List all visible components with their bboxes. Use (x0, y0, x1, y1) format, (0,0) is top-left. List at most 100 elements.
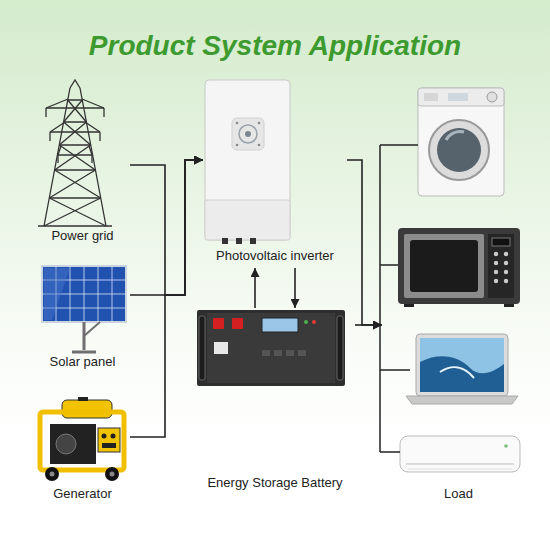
battery-illustration (207, 313, 335, 383)
battery-illustration (262, 350, 270, 356)
inverter-illustration (205, 80, 290, 240)
washing-machine-illustration (429, 120, 489, 180)
microwave-illustration (492, 238, 510, 246)
node-label: Power grid (51, 229, 113, 244)
battery-illustration (214, 342, 228, 354)
node-label: Solar panel (50, 355, 116, 370)
inverter-illustration (250, 238, 256, 244)
inverter-illustration (258, 144, 261, 147)
battery-illustration (232, 318, 243, 329)
generator-illustration (50, 424, 96, 464)
inverter-illustration (239, 125, 257, 143)
pylon-illustration (38, 80, 112, 226)
air-conditioner-illustration (400, 436, 520, 472)
generator-illustration (50, 472, 55, 477)
generator-illustration (111, 434, 116, 439)
microwave-illustration (404, 234, 484, 298)
pylon-illustration (44, 100, 106, 226)
battery-node: Energy Storage Battery (195, 308, 355, 495)
connector-arrow (294, 268, 296, 308)
connector-arrow (130, 160, 203, 295)
washing-machine-illustration (418, 88, 504, 106)
battery-illustration (213, 318, 224, 329)
laptop-illustration (440, 367, 474, 378)
battery-illustration (337, 316, 343, 380)
microwave-illustration (504, 261, 508, 265)
battery-illustration (274, 350, 282, 356)
microwave-illustration (494, 252, 498, 256)
laptop-illustration (416, 334, 508, 396)
pylon-illustration (46, 108, 104, 163)
connector-group (130, 160, 382, 437)
solar-panel-illustration (72, 322, 96, 352)
battery-illustration (199, 316, 205, 380)
pylon-illustration (46, 99, 104, 155)
laptop-illustration (420, 356, 504, 392)
generator-illustration (102, 434, 107, 439)
microwave-illustration (494, 261, 498, 265)
load-node: Load (382, 85, 535, 506)
connector-arrow (130, 160, 203, 437)
battery-illustration (298, 350, 306, 356)
connector-arrow (254, 268, 256, 308)
washing-machine-illustration (418, 88, 504, 196)
node-label: Generator (53, 487, 112, 502)
microwave-illustration (488, 234, 514, 298)
connector-arrow (347, 160, 382, 325)
generator-illustration (40, 397, 124, 481)
generator-illustration (78, 397, 88, 401)
pylon-illustration (49, 100, 100, 198)
node-label: Energy Storage Battery (207, 476, 342, 491)
battery-illustration (262, 318, 298, 332)
node-label: Photovoltaic inverter (216, 249, 334, 264)
inverter-illustration (236, 122, 239, 125)
generator-illustration (56, 434, 76, 454)
inverter-illustration (205, 80, 290, 244)
air-conditioner-illustration (504, 444, 508, 448)
connector-arrow (355, 324, 382, 326)
generator-illustration (105, 467, 119, 481)
load-bracket (380, 145, 418, 452)
washing-machine-illustration (437, 128, 481, 172)
inverter-illustration (245, 131, 251, 137)
microwave-illustration (504, 270, 508, 274)
pylon-illustration (38, 225, 112, 226)
microwave-illustration (398, 228, 520, 307)
microwave-illustration (398, 228, 520, 304)
washing-machine-illustration (446, 132, 464, 140)
battery-illustration (286, 350, 294, 356)
solar-panel-illustration (42, 266, 126, 352)
microwave-illustration (504, 279, 508, 283)
battery-illustration (304, 320, 308, 324)
source-node: Solar panel (35, 262, 130, 374)
washing-machine-illustration (418, 88, 504, 196)
battery-illustration (312, 320, 316, 324)
solar-panel-illustration (44, 268, 70, 320)
generator-illustration (102, 443, 116, 448)
microwave-illustration (504, 252, 508, 256)
inverter-illustration (222, 238, 228, 244)
solar-panel-illustration (42, 266, 126, 322)
connector-arrow (130, 160, 203, 295)
battery-illustration (197, 310, 345, 386)
diagram-title: Product System Application (0, 30, 550, 62)
source-node: Generator (35, 398, 130, 506)
generator-illustration (98, 428, 120, 452)
load-bracket (380, 145, 418, 452)
washing-machine-illustration (487, 92, 497, 102)
inverter-illustration (236, 144, 239, 147)
solar-panel-illustration (42, 266, 126, 322)
generator-illustration (45, 467, 59, 481)
inverter-illustration (205, 200, 290, 240)
air-conditioner-illustration (408, 469, 512, 470)
source-node: Power grid (35, 80, 130, 248)
microwave-illustration (404, 304, 414, 307)
laptop-illustration (406, 396, 518, 404)
inverter-illustration (232, 118, 264, 150)
air-conditioner-illustration (406, 463, 514, 465)
node-label: Load (444, 487, 473, 502)
laptop-illustration (406, 334, 518, 404)
